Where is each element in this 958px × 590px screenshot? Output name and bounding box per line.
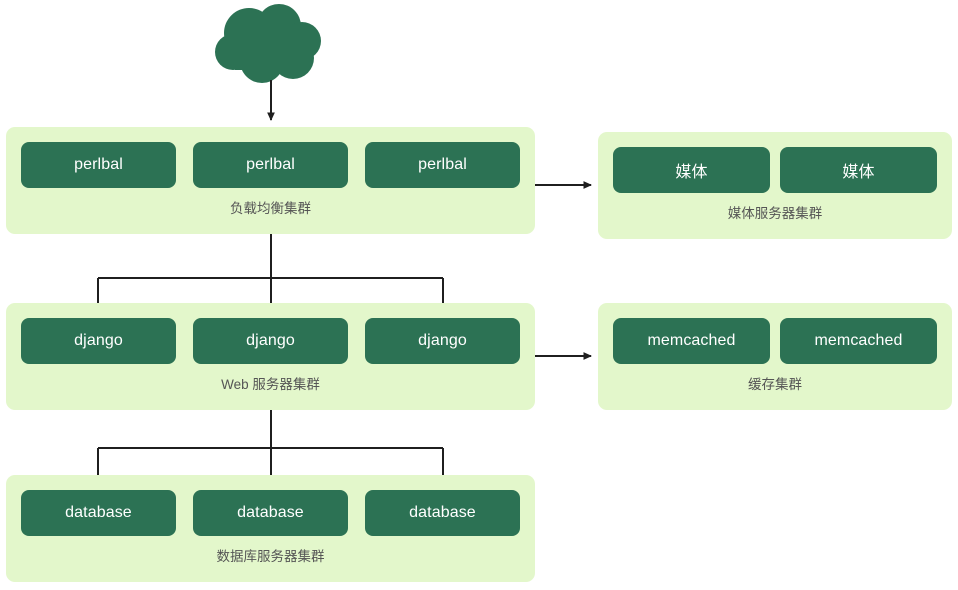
cluster-caption-media-server: 媒体服务器集群	[727, 206, 823, 221]
node-perlbal-1[interactable]: perlbal	[21, 142, 176, 188]
node-perlbal-2[interactable]: perlbal	[193, 142, 348, 188]
node-django-3[interactable]: django	[365, 318, 520, 364]
cluster-web-server: django django django Web 服务器集群	[6, 303, 535, 410]
cluster-caption-load-balancer: 负载均衡集群	[230, 201, 311, 216]
cluster-node-row: memcached memcached	[598, 318, 952, 364]
node-django-1[interactable]: django	[21, 318, 176, 364]
node-memcached-1[interactable]: memcached	[613, 318, 770, 364]
web-to-database-fanout	[94, 410, 447, 485]
cluster-load-balancer: perlbal perlbal perlbal 负载均衡集群	[6, 127, 535, 234]
node-media-1[interactable]: 媒体	[613, 147, 770, 193]
cluster-caption-web-server: Web 服务器集群	[221, 377, 320, 392]
node-django-2[interactable]: django	[193, 318, 348, 364]
cluster-caption-cache: 缓存集群	[748, 377, 802, 392]
cluster-node-row: django django django	[6, 318, 535, 364]
cluster-node-row: perlbal perlbal perlbal	[6, 142, 535, 188]
cluster-node-row: 媒体 媒体	[598, 147, 952, 193]
node-database-2[interactable]: database	[193, 490, 348, 536]
cluster-database-server: database database database 数据库服务器集群	[6, 475, 535, 582]
cluster-node-row: database database database	[6, 490, 535, 536]
cluster-caption-database-server: 数据库服务器集群	[216, 549, 325, 564]
node-perlbal-3[interactable]: perlbal	[365, 142, 520, 188]
cluster-cache: memcached memcached 缓存集群	[598, 303, 952, 410]
node-media-2[interactable]: 媒体	[780, 147, 937, 193]
loadbalancer-to-web-fanout	[94, 234, 447, 313]
node-database-1[interactable]: database	[21, 490, 176, 536]
internet-cloud-icon	[215, 4, 321, 83]
node-memcached-2[interactable]: memcached	[780, 318, 937, 364]
node-database-3[interactable]: database	[365, 490, 520, 536]
cluster-media-server: 媒体 媒体 媒体服务器集群	[598, 132, 952, 239]
